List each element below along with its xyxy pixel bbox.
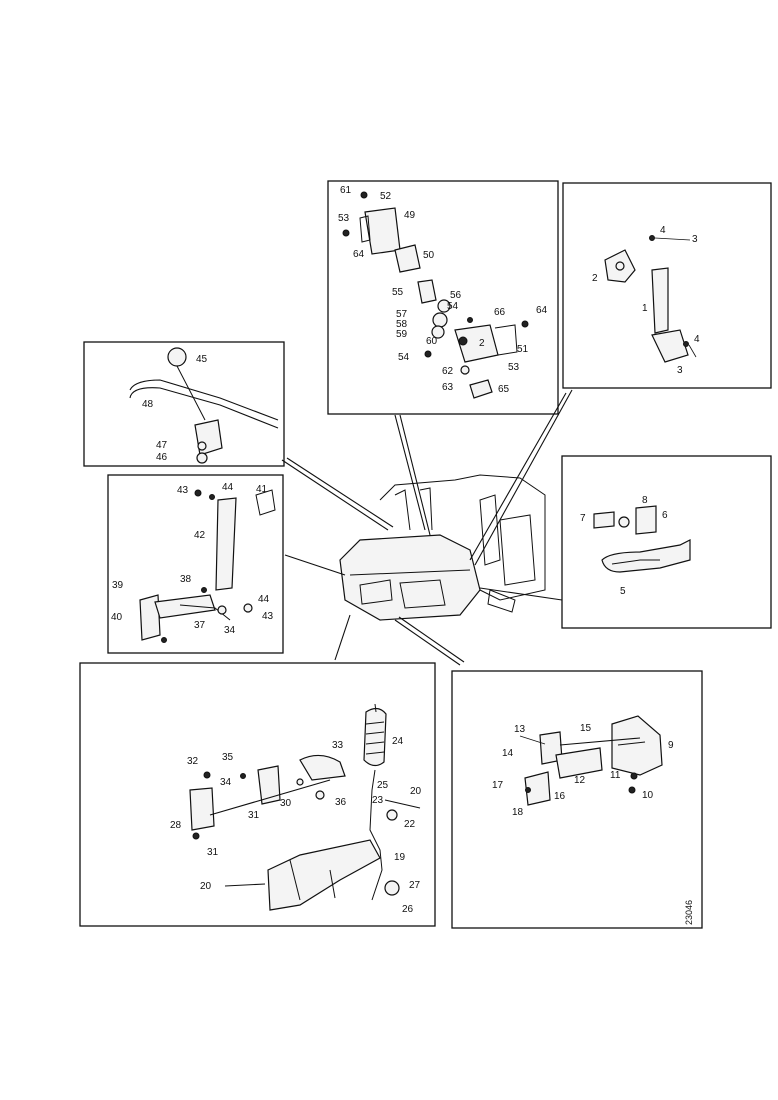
label-12: 12 [574, 775, 586, 786]
drawing-code: 23046 [684, 900, 694, 925]
label-64: 64 [353, 249, 365, 260]
label-59: 59 [396, 329, 408, 340]
label-4: 4 [660, 225, 666, 236]
label-56: 56 [450, 290, 462, 301]
label-33: 33 [332, 740, 344, 751]
label-43b: 43 [262, 611, 274, 622]
label-20b: 20 [200, 881, 212, 892]
label-31: 31 [248, 810, 260, 821]
panel-bottom-right-labels: 13 14 15 9 17 12 11 18 16 10 [492, 723, 674, 818]
label-18: 18 [512, 807, 524, 818]
label-43: 43 [177, 485, 189, 496]
label-1: 1 [642, 303, 648, 314]
label-10: 10 [642, 790, 654, 801]
label-27: 27 [409, 880, 421, 891]
label-7: 7 [580, 513, 586, 524]
label-37: 37 [194, 620, 206, 631]
panel-mid-right [561, 455, 772, 629]
label-49: 49 [404, 210, 416, 221]
label-5: 5 [620, 586, 626, 597]
label-4r: 4 [694, 334, 700, 345]
label-45: 45 [196, 354, 208, 365]
label-55: 55 [392, 287, 404, 298]
label-34b: 34 [220, 777, 232, 788]
label-66: 66 [494, 307, 506, 318]
label-15: 15 [580, 723, 592, 734]
panel-right-labels: 4 3 2 1 4 3 [592, 225, 700, 376]
label-24: 24 [392, 736, 404, 747]
panel-mid-right-labels: 7 8 6 5 [580, 495, 668, 597]
label-58: 58 [396, 319, 408, 330]
label-52: 52 [380, 191, 392, 202]
label-17: 17 [492, 780, 504, 791]
label-3r: 3 [677, 365, 683, 376]
label-14: 14 [502, 748, 514, 759]
label-61: 61 [340, 185, 352, 196]
central-assembly [339, 474, 546, 621]
label-42: 42 [194, 530, 206, 541]
label-60: 60 [426, 336, 438, 347]
panel-bottom-right [451, 670, 703, 929]
panel-bottom-left-labels: 32 35 33 24 34 30 25 36 31 28 23 20 22 3… [170, 736, 422, 915]
label-25: 25 [377, 780, 389, 791]
label-38: 38 [180, 574, 192, 585]
label-40: 40 [111, 612, 123, 623]
label-2r: 2 [592, 273, 598, 284]
label-20: 20 [410, 786, 422, 797]
label-65: 65 [498, 384, 510, 395]
label-26: 26 [402, 904, 414, 915]
label-36: 36 [335, 797, 347, 808]
label-31b: 31 [207, 847, 219, 858]
panel-right [562, 182, 772, 389]
label-54: 54 [447, 301, 459, 312]
label-57: 57 [396, 309, 408, 320]
label-6: 6 [662, 510, 668, 521]
label-34: 34 [224, 625, 236, 636]
label-22: 22 [404, 819, 416, 830]
label-50: 50 [423, 250, 435, 261]
panel-left-top-labels: 45 48 47 46 [142, 354, 208, 463]
label-47: 47 [156, 440, 168, 451]
panel-top-labels: 61 52 49 53 64 50 55 56 54 57 58 59 66 6… [338, 185, 548, 395]
label-53b: 53 [508, 362, 520, 373]
label-41: 41 [256, 484, 268, 495]
label-44: 44 [222, 482, 234, 493]
label-48: 48 [142, 399, 154, 410]
label-51: 51 [517, 344, 529, 355]
label-16: 16 [554, 791, 566, 802]
label-11: 11 [610, 770, 621, 781]
label-28: 28 [170, 820, 182, 831]
label-54b: 54 [398, 352, 410, 363]
label-32: 32 [187, 756, 199, 767]
label-62: 62 [442, 366, 454, 377]
label-8: 8 [642, 495, 648, 506]
panel-left-mid [107, 474, 284, 654]
label-53: 53 [338, 213, 350, 224]
label-44b: 44 [258, 594, 270, 605]
label-64b: 64 [536, 305, 548, 316]
label-13: 13 [514, 724, 526, 735]
label-23: 23 [372, 795, 384, 806]
label-3: 3 [692, 234, 698, 245]
label-19: 19 [394, 852, 406, 863]
panel-top [327, 180, 559, 415]
label-2: 2 [479, 338, 485, 349]
panel-left-top [83, 341, 285, 467]
panel-left-mid-labels: 43 44 41 42 39 38 40 37 34 44 43 [111, 482, 274, 636]
label-63: 63 [442, 382, 454, 393]
label-46: 46 [156, 452, 168, 463]
label-9: 9 [668, 740, 674, 751]
label-30: 30 [280, 798, 292, 809]
label-39: 39 [112, 580, 124, 591]
panel-bottom-left [79, 662, 436, 927]
label-35: 35 [222, 752, 234, 763]
panel-connector-lines [281, 389, 573, 666]
